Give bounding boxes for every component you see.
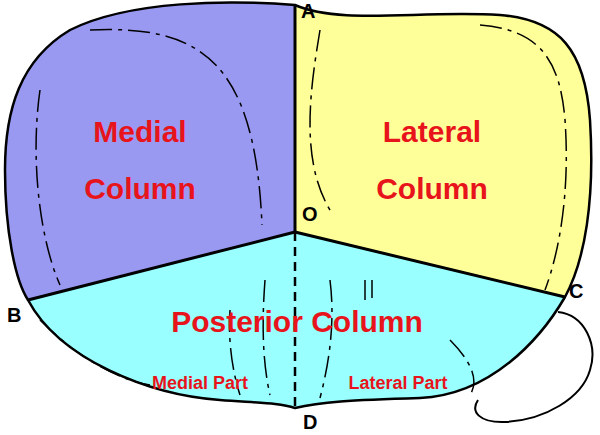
column-name: Posterior Column: [154, 304, 440, 340]
plateau-outline: [5, 3, 591, 408]
column-region: Lateral Column: [342, 101, 522, 219]
part-name: Medial Part: [152, 373, 248, 394]
column-region: Medial Column: [55, 101, 225, 219]
column-name: Medial Column: [57, 103, 223, 217]
column-region: Posterior Column: [152, 302, 442, 342]
point-letter: B: [7, 304, 21, 327]
point-letter: D: [303, 411, 317, 434]
point-letter: A: [301, 0, 315, 23]
point-letter: O: [302, 203, 318, 226]
part-name: Lateral Part: [348, 373, 447, 394]
point-letter: C: [569, 280, 583, 303]
posterior-column-region: [28, 232, 565, 408]
column-borders: [28, 5, 565, 300]
contour-lines: [36, 25, 566, 398]
column-name: Lateral Column: [344, 103, 520, 217]
fibula-loop: [475, 312, 592, 422]
